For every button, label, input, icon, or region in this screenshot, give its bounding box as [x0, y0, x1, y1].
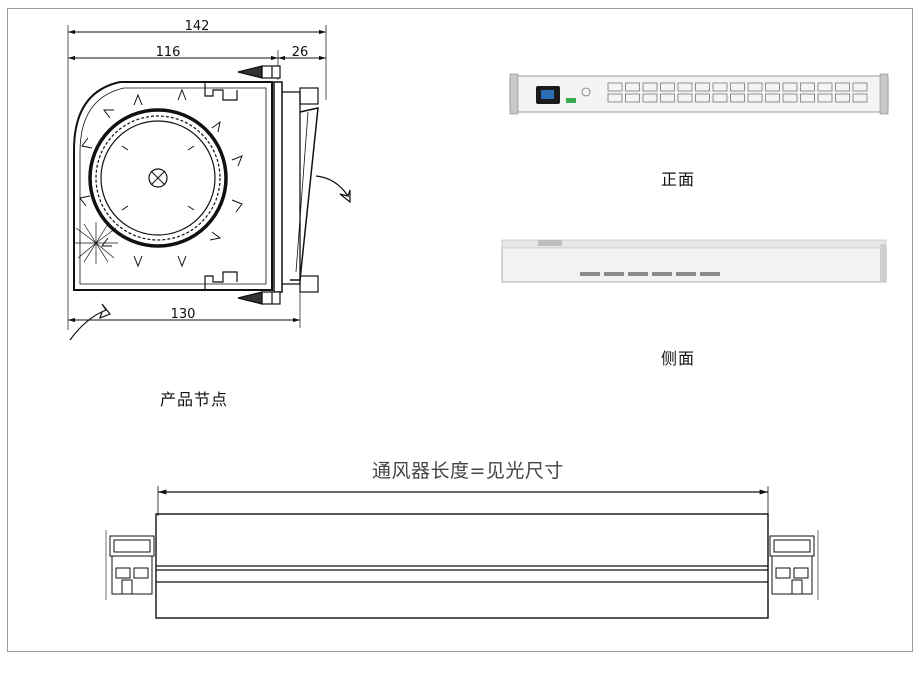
- grille-slot: [625, 82, 640, 92]
- grille-slot: [660, 93, 675, 103]
- airflow-arrows: [79, 88, 243, 268]
- grille-slot: [765, 93, 780, 103]
- grille-slot: [852, 82, 868, 92]
- front-view-caption: 正面: [661, 170, 696, 189]
- side-slot: [580, 272, 600, 276]
- outlet-arrow: [315, 175, 351, 204]
- grille-slot: [747, 82, 763, 92]
- grille-slot: [677, 93, 693, 103]
- intake-arrow: [69, 303, 111, 341]
- dim-bottom-label: 130: [171, 307, 196, 322]
- grille-slot: [695, 82, 710, 92]
- node-section-drawing: [67, 25, 351, 341]
- grille-slot: [660, 82, 675, 92]
- front-view-product: [509, 73, 889, 115]
- top-screw: [237, 65, 281, 79]
- node-caption: 产品节点: [160, 390, 229, 409]
- grille-slot: [747, 93, 763, 103]
- grille-slot: [782, 82, 798, 92]
- side-slot: [652, 272, 672, 276]
- dim-inner-label: 116: [156, 45, 181, 60]
- grille-slot: [800, 82, 815, 92]
- grille-slot: [852, 93, 868, 103]
- side-slot: [676, 272, 696, 276]
- grille-slot: [730, 82, 745, 92]
- grille-slot: [800, 93, 815, 103]
- grille-slot: [817, 93, 833, 103]
- side-slot: [700, 272, 720, 276]
- grille-slot: [642, 82, 658, 92]
- length-dimension-label: 通风器长度=见光尺寸: [372, 460, 564, 482]
- side-slot: [604, 272, 624, 276]
- grille-slot: [695, 93, 710, 103]
- grille-slot: [730, 93, 745, 103]
- dim-side-label: 26: [292, 45, 309, 60]
- cross-flow-fan: [88, 108, 228, 248]
- grille-slot: [765, 82, 780, 92]
- grille-slot: [677, 82, 693, 92]
- housing-profile: [73, 81, 273, 291]
- grille-slot: [817, 82, 833, 92]
- grille-slot: [782, 93, 798, 103]
- grille-slot: [712, 82, 728, 92]
- side-view-caption: 侧面: [661, 349, 696, 368]
- left-window-profile: [105, 530, 155, 600]
- grille-slot: [607, 93, 623, 103]
- side-slot: [628, 272, 648, 276]
- grille-slot: [835, 82, 850, 92]
- grille-slot: [607, 82, 623, 92]
- drawing-sheet: [7, 8, 913, 652]
- side-view-product: [501, 239, 887, 283]
- grille-slot: [625, 93, 640, 103]
- bottom-screw: [237, 291, 281, 305]
- filter-brush: [74, 222, 118, 264]
- grille-slot: [712, 93, 728, 103]
- installation-drawing: [105, 486, 819, 619]
- grille-slot: [835, 93, 850, 103]
- grille-slot: [642, 93, 658, 103]
- dim-total-label: 142: [185, 19, 210, 34]
- right-window-profile: [769, 530, 819, 600]
